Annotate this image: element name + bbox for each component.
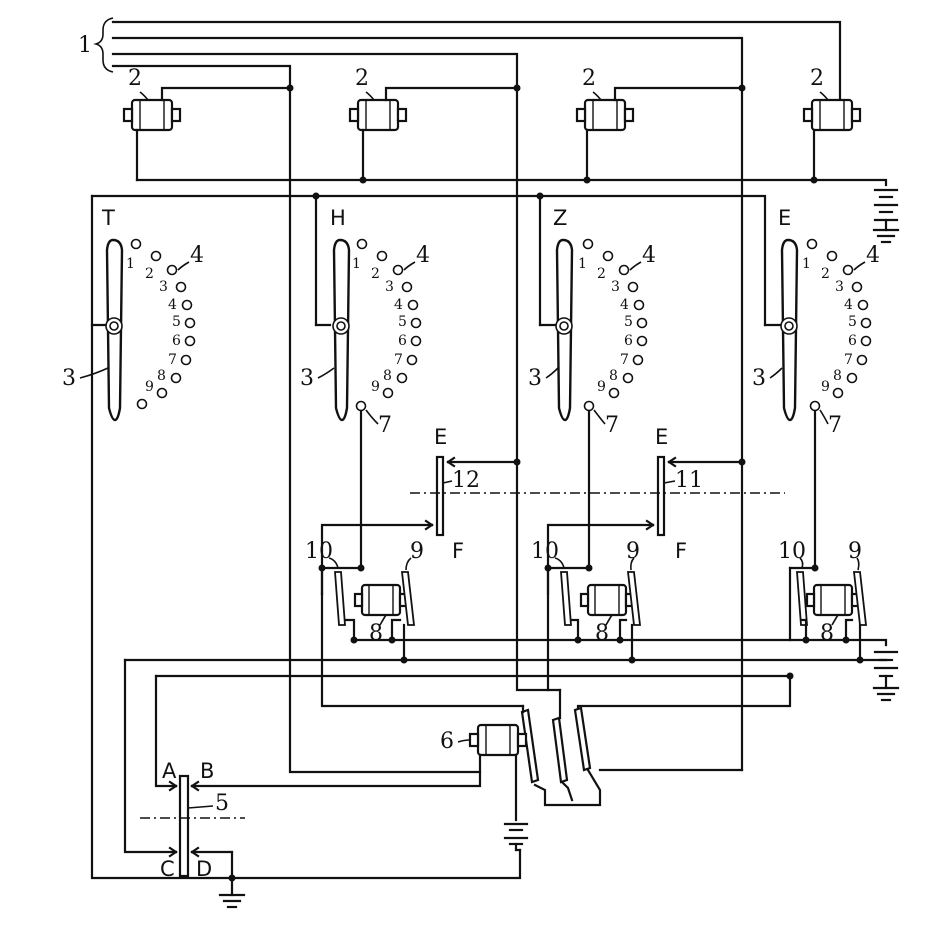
svg-text:1: 1 bbox=[126, 256, 135, 272]
svg-text:2: 2 bbox=[145, 266, 154, 282]
svg-text:5: 5 bbox=[848, 314, 857, 330]
svg-text:2: 2 bbox=[371, 266, 380, 282]
label-arm-3: 3 bbox=[528, 366, 542, 391]
label-1: 1 bbox=[78, 33, 92, 58]
label-contacts-4: 4 bbox=[190, 243, 204, 268]
label-switch-d: D bbox=[196, 857, 212, 881]
selector-unit-t: T 3 1 2 3 4 5 6 7 8 9 4 bbox=[62, 206, 204, 422]
switch-5: A B C D 5 bbox=[123, 658, 246, 909]
svg-text:4: 4 bbox=[620, 297, 629, 313]
battery-top bbox=[872, 188, 900, 244]
label-contacts-4: 4 bbox=[866, 243, 880, 268]
svg-text:8: 8 bbox=[833, 368, 842, 384]
unit-letter: T bbox=[101, 206, 115, 230]
relay-coil bbox=[575, 98, 635, 132]
svg-text:5: 5 bbox=[624, 314, 633, 330]
svg-text:7: 7 bbox=[168, 352, 177, 368]
label-switch-5: 5 bbox=[215, 791, 229, 816]
svg-text:4: 4 bbox=[394, 297, 403, 313]
label-switch-f: F bbox=[675, 539, 687, 563]
label-arm-3: 3 bbox=[62, 366, 76, 391]
svg-text:3: 3 bbox=[835, 279, 844, 295]
battery-bottom bbox=[503, 822, 529, 852]
label-switch-f: F bbox=[452, 539, 464, 563]
label-switch-a: A bbox=[162, 759, 177, 783]
svg-text:6: 6 bbox=[398, 333, 407, 349]
svg-text:6: 6 bbox=[172, 333, 181, 349]
selector-unit-h: H 3 1 2 3 4 5 6 7 8 9 4 7 bbox=[300, 206, 430, 438]
svg-text:3: 3 bbox=[611, 279, 620, 295]
svg-text:4: 4 bbox=[168, 297, 177, 313]
relay-coil bbox=[802, 98, 862, 132]
unit-letter: H bbox=[330, 206, 346, 230]
magnet-group-h: 10 9 8 bbox=[305, 539, 525, 708]
label-spring-9: 9 bbox=[410, 539, 424, 564]
contact-arc bbox=[806, 238, 872, 412]
svg-text:5: 5 bbox=[398, 314, 407, 330]
unit-letter: Z bbox=[553, 206, 567, 230]
svg-text:7: 7 bbox=[394, 352, 403, 368]
relay-coil bbox=[122, 98, 182, 132]
label-spring-9: 9 bbox=[626, 539, 640, 564]
svg-text:1: 1 bbox=[352, 256, 361, 272]
svg-text:8: 8 bbox=[383, 368, 392, 384]
label-switch-b: B bbox=[200, 759, 214, 783]
label-magnet-6: 6 bbox=[440, 729, 454, 754]
unit-letter: E bbox=[778, 206, 791, 230]
contact-arc bbox=[130, 238, 196, 410]
svg-text:6: 6 bbox=[624, 333, 633, 349]
label-arm-3: 3 bbox=[300, 366, 314, 391]
contact-arc bbox=[582, 238, 648, 412]
label-relay-2: 2 bbox=[355, 66, 369, 91]
svg-text:3: 3 bbox=[385, 279, 394, 295]
magnet-group-e: 10 9 8 bbox=[778, 539, 868, 664]
svg-text:8: 8 bbox=[609, 368, 618, 384]
label-relay-2: 2 bbox=[810, 66, 824, 91]
selector-unit-e: E 3 1 2 3 4 5 6 7 8 9 4 7 bbox=[752, 206, 880, 438]
magnet-6: 6 bbox=[190, 723, 528, 822]
svg-text:8: 8 bbox=[157, 368, 166, 384]
switch-bar-group bbox=[520, 674, 792, 807]
label-switch-e: E bbox=[655, 425, 668, 449]
svg-text:9: 9 bbox=[597, 379, 606, 395]
line-bundle: 1 bbox=[78, 17, 842, 774]
contact-arc bbox=[355, 238, 422, 412]
label-switch-12: 12 bbox=[452, 468, 480, 493]
relay-row: 2 2 2 bbox=[122, 66, 888, 187]
label-switch-11: 11 bbox=[675, 468, 703, 493]
magnet-group-z: 10 9 8 bbox=[531, 539, 642, 692]
label-contacts-4: 4 bbox=[416, 243, 430, 268]
svg-text:1: 1 bbox=[578, 256, 587, 272]
relay-coil bbox=[348, 98, 408, 132]
svg-text:9: 9 bbox=[371, 379, 380, 395]
svg-text:2: 2 bbox=[597, 266, 606, 282]
battery-mid bbox=[872, 650, 900, 702]
label-switch-c: C bbox=[160, 857, 175, 881]
label-contact-7: 7 bbox=[378, 413, 392, 438]
label-relay-2: 2 bbox=[128, 66, 142, 91]
svg-text:7: 7 bbox=[620, 352, 629, 368]
svg-text:5: 5 bbox=[172, 314, 181, 330]
svg-text:1: 1 bbox=[802, 256, 811, 272]
label-relay-2: 2 bbox=[582, 66, 596, 91]
svg-text:6: 6 bbox=[848, 333, 857, 349]
svg-text:9: 9 bbox=[821, 379, 830, 395]
selector-unit-z: Z 3 1 2 3 4 5 6 7 8 9 4 7 bbox=[528, 206, 656, 438]
label-spring-10: 10 bbox=[531, 539, 559, 564]
svg-text:2: 2 bbox=[821, 266, 830, 282]
svg-text:7: 7 bbox=[844, 352, 853, 368]
label-contact-7: 7 bbox=[605, 413, 619, 438]
svg-text:3: 3 bbox=[159, 279, 168, 295]
svg-text:4: 4 bbox=[844, 297, 853, 313]
svg-text:9: 9 bbox=[145, 379, 154, 395]
label-contacts-4: 4 bbox=[642, 243, 656, 268]
switch-11: E 11 F bbox=[546, 425, 746, 596]
label-spring-10: 10 bbox=[305, 539, 333, 564]
label-spring-9: 9 bbox=[848, 539, 862, 564]
label-switch-e: E bbox=[434, 425, 447, 449]
label-contact-7: 7 bbox=[828, 413, 842, 438]
label-arm-3: 3 bbox=[752, 366, 766, 391]
